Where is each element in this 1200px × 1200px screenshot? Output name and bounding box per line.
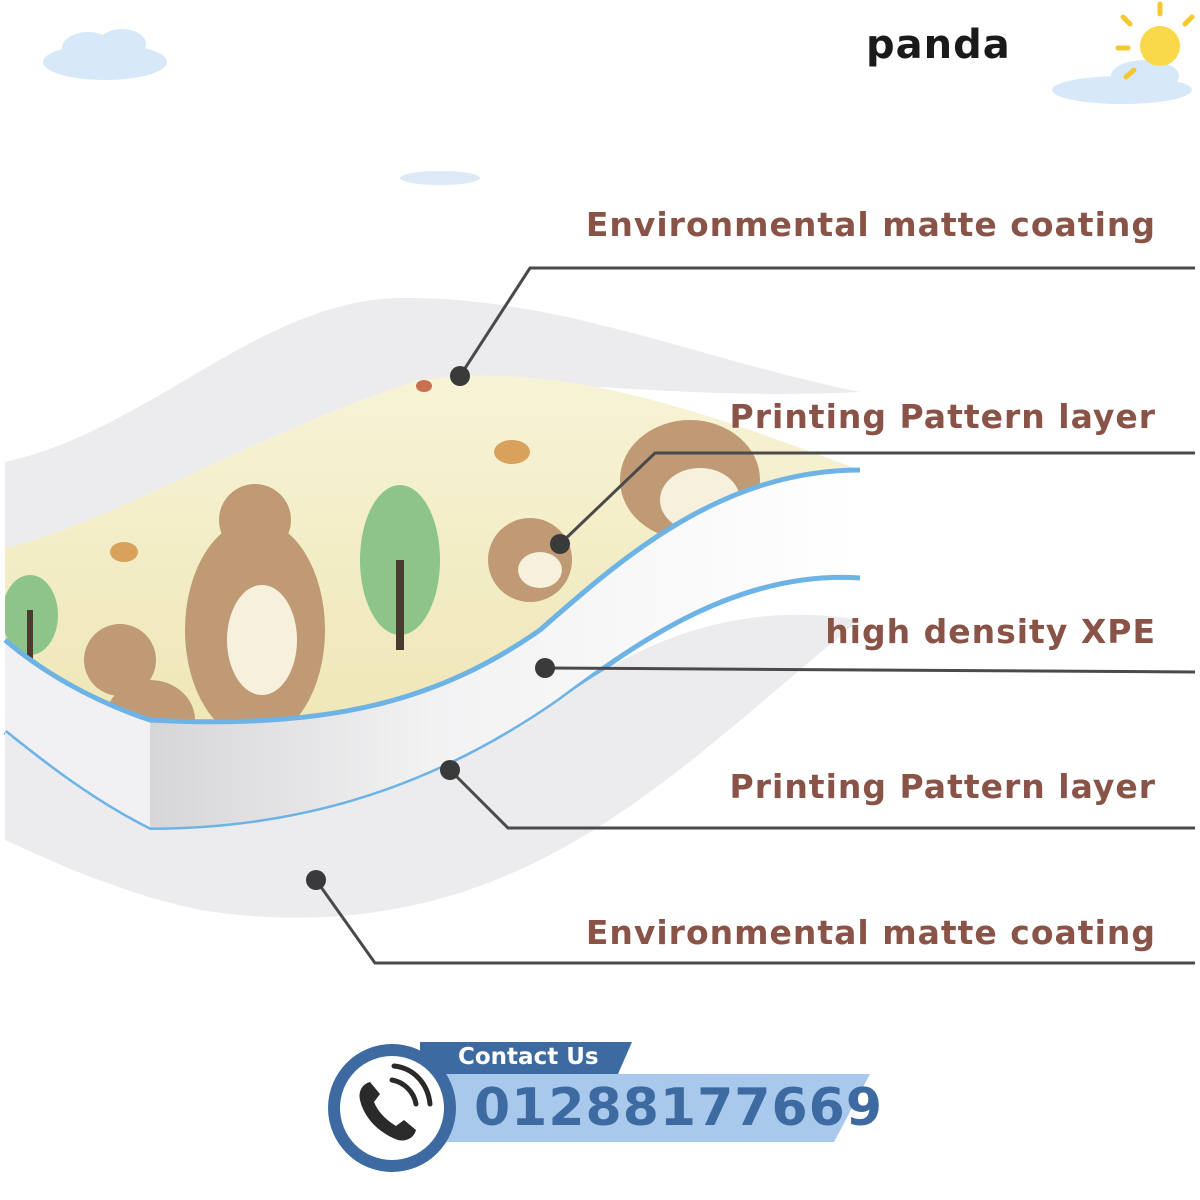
contact-banner-phone-band bbox=[420, 1074, 870, 1142]
bear-illustration bbox=[185, 484, 325, 722]
leader-lines bbox=[314, 266, 1196, 965]
label-printing-pattern-layer-top: Printing Pattern layer bbox=[729, 397, 1156, 436]
cloud-icon bbox=[1052, 60, 1192, 104]
contact-banner-title-band bbox=[420, 1042, 632, 1074]
label-high-density-xpe: high density XPE bbox=[825, 612, 1156, 651]
cloud-icon bbox=[400, 171, 480, 185]
tree-illustration bbox=[5, 575, 58, 660]
xpe-foam-side bbox=[5, 640, 150, 830]
bottom-matte-coating-sheet bbox=[5, 614, 860, 918]
top-matte-coating-sheet bbox=[5, 297, 860, 548]
contact-us-title: Contact Us bbox=[458, 1044, 599, 1070]
sun-icon bbox=[1115, 1, 1195, 80]
tree-illustration bbox=[360, 485, 440, 650]
label-printing-pattern-layer-bottom: Printing Pattern layer bbox=[729, 767, 1156, 806]
label-environmental-matte-coating-bottom: Environmental matte coating bbox=[585, 913, 1156, 952]
contact-phone-number[interactable]: 01288177669 bbox=[474, 1078, 883, 1138]
contact-banner bbox=[328, 1042, 870, 1172]
bird-illustration bbox=[110, 380, 530, 562]
leader-dots bbox=[306, 366, 570, 890]
xpe-foam-layer bbox=[150, 470, 860, 830]
cloud-icon bbox=[43, 29, 167, 80]
top-blue-edge-line bbox=[3, 467, 861, 725]
bottom-blue-edge-line bbox=[3, 574, 861, 833]
label-environmental-matte-coating-top: Environmental matte coating bbox=[585, 205, 1156, 244]
panda-logo: panda bbox=[866, 22, 1011, 68]
phone-icon bbox=[359, 1063, 433, 1141]
